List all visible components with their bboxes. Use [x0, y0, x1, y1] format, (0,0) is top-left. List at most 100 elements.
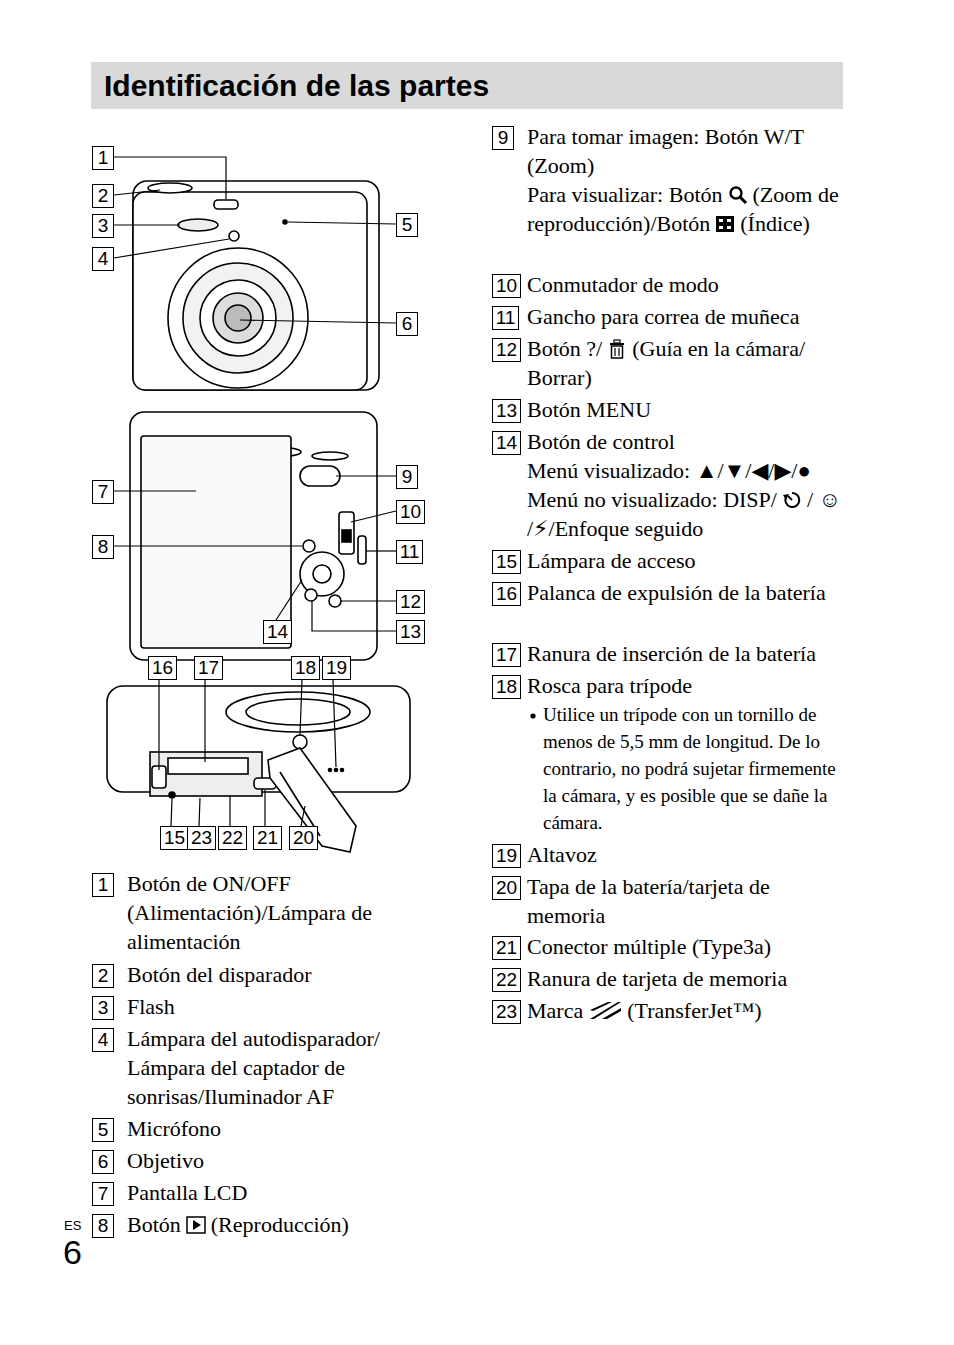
speaker: [329, 769, 332, 772]
part-entry: Objetivo: [127, 1146, 432, 1175]
callout-number: 2: [92, 964, 114, 988]
callout-number-text: 19: [496, 845, 517, 866]
callout-number-text: 17: [198, 657, 219, 678]
leader-line: [301, 806, 305, 826]
callout-number: 22: [492, 968, 521, 992]
callout-number: 17: [492, 643, 521, 667]
callout-number-text: 11: [496, 307, 516, 328]
part-description: Menú visualizado: ▲/▼/◀/▶/●: [527, 458, 811, 483]
callout-number: 8: [92, 535, 114, 559]
leader-line: [240, 320, 396, 323]
callout-number-text: 18: [496, 676, 517, 697]
part-description: (TransferJet™): [627, 998, 761, 1023]
part-description: Ranura de tarjeta de memoria: [527, 966, 787, 991]
callout-number-text: 22: [496, 969, 517, 990]
tripod-socket: [293, 735, 307, 749]
part-entry: Lámpara de acceso: [527, 546, 845, 575]
callout-number: 20: [289, 826, 318, 850]
part-description: Objetivo: [127, 1148, 204, 1173]
play-icon: [186, 1215, 206, 1235]
part-entry: Conector múltiple (Type3a): [527, 932, 845, 961]
leader-line: [341, 600, 396, 601]
camera-back-body: [130, 412, 377, 660]
note-text: Utilice un trípode con un tornillo de me…: [543, 704, 836, 833]
leader-line: [199, 798, 200, 826]
callout-number-text: 17: [496, 644, 517, 665]
callout-number-text: 4: [98, 248, 109, 269]
speaker: [335, 769, 338, 772]
callout-number: 5: [92, 1118, 114, 1142]
index-icon: [715, 214, 735, 234]
callout-number: 19: [492, 844, 521, 868]
menu-button: [305, 589, 317, 601]
lens-center: [225, 305, 251, 331]
callout-number-text: 5: [402, 214, 413, 235]
callout-number-text: 6: [402, 313, 413, 334]
part-description: Botón de control: [527, 429, 675, 454]
callout-number-text: 18: [295, 657, 316, 678]
lens-ring: [168, 248, 308, 388]
leader-line: [333, 680, 336, 767]
callout-number: 12: [492, 338, 521, 362]
leader-line: [351, 511, 396, 522]
callout-number-text: 9: [498, 127, 509, 148]
leader-line: [114, 190, 160, 195]
part-entry: Botón de ON/OFF (Alimentación)/Lámpara d…: [127, 869, 432, 956]
battery-slot: [150, 752, 262, 796]
part-entry: Lámpara del autodisparador/ Lámpara del …: [127, 1024, 432, 1111]
part-entry: Gancho para correa de muñeca: [527, 302, 845, 331]
part-description: Ranura de inserción de la batería: [527, 641, 816, 666]
callout-number: 1: [92, 146, 114, 170]
callout-number: 18: [492, 675, 521, 699]
flash: [178, 219, 218, 231]
callout-number-text: 10: [496, 275, 517, 296]
leader-line: [264, 790, 265, 826]
leader-line: [114, 224, 180, 225]
callout-number: 11: [396, 540, 423, 564]
mode-switch: [339, 512, 354, 554]
leader-line: [114, 239, 229, 258]
callout-number-text: 10: [400, 501, 421, 522]
callout-number: 4: [92, 247, 114, 271]
tj-icon: [588, 1001, 622, 1021]
part-description: Para tomar imagen: Botón W/T (Zoom): [527, 124, 804, 178]
leader-line: [114, 157, 226, 199]
callout-number: 3: [92, 214, 114, 238]
part-entry: Conmutador de modo: [527, 270, 845, 299]
callout-number-text: 1: [98, 874, 109, 895]
power-button: [214, 200, 238, 209]
callout-number-text: 21: [496, 937, 517, 958]
callout-number: 23: [187, 826, 216, 850]
lens-outer: [200, 280, 276, 356]
callout-number-text: 23: [191, 827, 212, 848]
callout-number-text: 13: [400, 621, 421, 642]
part-description: (Índice): [740, 211, 810, 236]
part-entry: Botón MENU: [527, 395, 845, 424]
callout-number-text: 7: [98, 481, 109, 502]
callout-number-text: 16: [496, 583, 517, 604]
leader-line: [229, 796, 230, 826]
callout-number: 20: [492, 876, 521, 900]
trash-icon: [607, 339, 627, 359]
part-entry: Rosca para trípodeUtilice un trípode con…: [527, 671, 845, 836]
page-number: 6: [63, 1232, 82, 1272]
part-description: Lámpara de acceso: [527, 548, 696, 573]
part-description: Flash: [127, 994, 175, 1019]
callout-number: 14: [492, 431, 521, 455]
part-description: Micrófono: [127, 1116, 221, 1141]
callout-number: 13: [492, 399, 521, 423]
leader-line: [114, 490, 196, 491]
part-description: Conector múltiple (Type3a): [527, 934, 771, 959]
page-language: ES: [64, 1218, 81, 1233]
af-lamp: [229, 231, 239, 241]
part-description: Menú no visualizado: DISP/: [527, 487, 777, 512]
callout-number: 19: [322, 656, 351, 680]
lcd-screen: [141, 436, 291, 648]
leader-line: [204, 680, 205, 762]
callout-number-text: 12: [496, 339, 517, 360]
leader-line: [276, 580, 302, 620]
callout-number: 15: [160, 826, 189, 850]
callout-number: 4: [92, 1028, 114, 1052]
callout-number-text: 21: [257, 827, 278, 848]
callout-number: 22: [218, 826, 247, 850]
